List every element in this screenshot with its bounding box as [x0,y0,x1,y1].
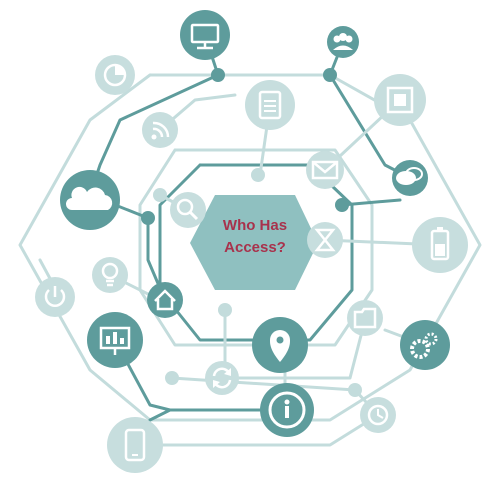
battery-icon [412,217,468,273]
hourglass-icon [307,222,343,258]
center-hexagon [190,195,318,290]
center-label: Who Has Access? [190,215,320,259]
home-icon [147,282,183,318]
monitor-icon [180,10,230,60]
clock-icon [360,397,396,433]
chat-bubbles-icon [392,160,428,196]
lightbulb-icon [92,257,128,293]
envelope-icon [306,151,344,189]
pie-chart-icon [95,55,135,95]
cpu-chip-icon [374,74,426,126]
gears-icon [400,320,450,370]
clipboard-icon [245,80,295,130]
power-icon [35,277,75,317]
dashboard-icon [87,312,143,368]
cloud-icon [60,170,120,230]
wifi-icon [142,112,178,148]
location-pin-icon [252,317,308,373]
center-label-line1: Who Has [222,217,288,234]
info-icon [260,383,314,437]
center-label-line2: Access? [224,239,286,256]
search-icon [170,192,206,228]
refresh-icon [205,361,239,395]
team-icon [327,26,359,58]
folder-icon [347,300,383,336]
smartphone-icon [107,417,163,473]
